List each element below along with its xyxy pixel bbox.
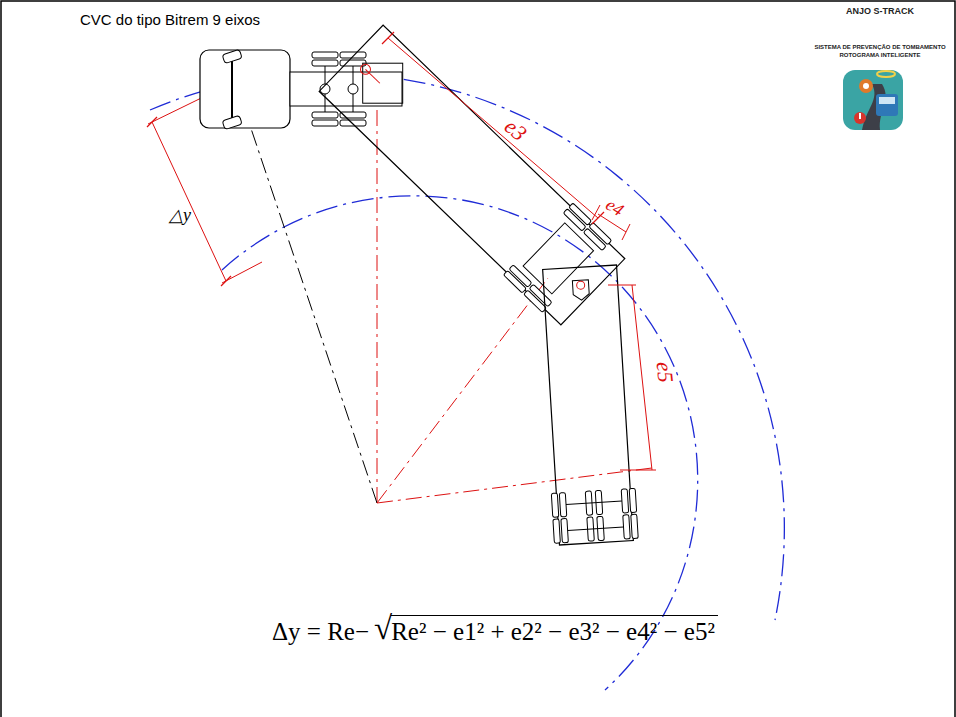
formula-radicand: Re² − e1² + e2² − e3² − e4² − e5²: [391, 615, 718, 646]
brand-name: ANJO S-TRACK: [846, 7, 914, 17]
brand-tagline: ROTOGRAMA INTELIGENTE: [840, 52, 921, 59]
dimension-label: e4: [602, 195, 627, 221]
diagram-title: CVC do tipo Bitrem 9 eixos: [80, 12, 260, 29]
root-sign: √: [374, 610, 392, 646]
formula-text: Δy = Re−: [272, 618, 369, 646]
dimension-label: △y: [169, 206, 191, 226]
brand-tagline: SISTEMA DE PREVENÇÃO DE TOMBAMENTO: [814, 44, 945, 51]
dimension-label: e5: [651, 360, 677, 383]
